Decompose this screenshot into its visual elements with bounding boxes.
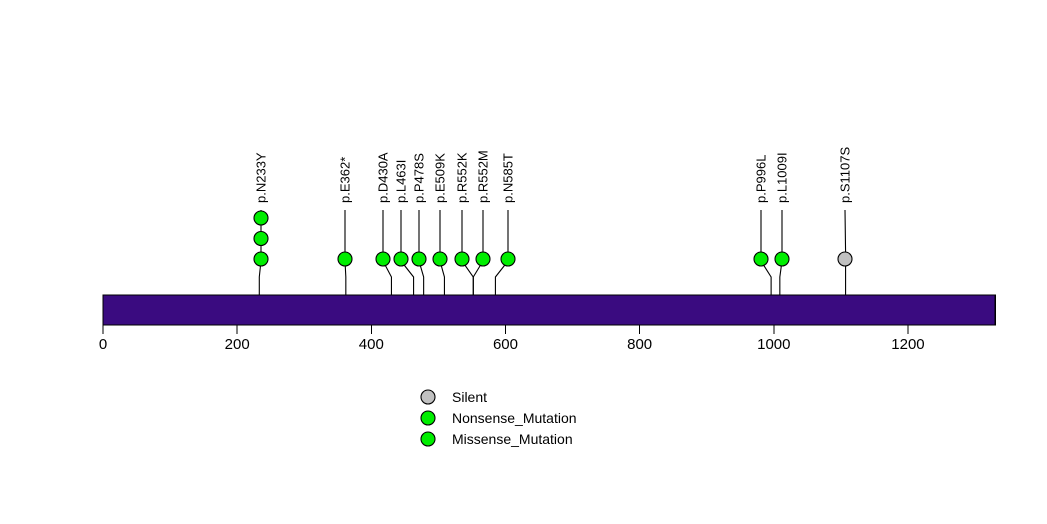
mutation-stem — [382, 210, 392, 295]
mutation-stem — [760, 210, 772, 295]
mutation-stem — [779, 210, 783, 295]
axis-tick-label: 200 — [225, 336, 250, 353]
mutation-stem — [494, 210, 509, 295]
mutation-dots-layer — [253, 210, 853, 267]
protein-bar-layer — [102, 294, 996, 326]
axis-tick-label: 1000 — [757, 336, 790, 353]
axis-layer: 0 200 400 600 800 1000 1200 — [99, 325, 925, 353]
mutation-dot[interactable] — [837, 251, 853, 267]
mutation-label: p.L463I — [394, 160, 409, 203]
axis-tick-label: 1200 — [891, 336, 924, 353]
legend-swatch — [420, 431, 436, 447]
legend-label: Silent — [452, 389, 487, 405]
mutation-dot[interactable] — [432, 251, 448, 267]
mutation-dot[interactable] — [500, 251, 516, 267]
axis-tick-label: 0 — [99, 336, 107, 353]
mutation-label: p.N233Y — [254, 152, 269, 203]
mutation-dot[interactable] — [393, 251, 409, 267]
axis-tick-label: 600 — [493, 336, 518, 353]
mutation-label: p.P478S — [412, 153, 427, 203]
mutation-label: p.R552K — [455, 152, 470, 203]
mutation-dot[interactable] — [337, 251, 353, 267]
mutation-stem — [439, 210, 445, 295]
mutation-label: p.E509K — [433, 153, 448, 203]
mutation-stem — [400, 210, 415, 295]
mutation-label: p.L1009I — [775, 152, 790, 203]
axis-tick-label: 800 — [627, 336, 652, 353]
legend-label: Nonsense_Mutation — [452, 410, 577, 426]
stems-layer — [258, 209, 847, 295]
protein-backbone-bar — [102, 294, 996, 326]
mutation-label: p.R552M — [476, 150, 491, 203]
axis-tick-label: 400 — [359, 336, 384, 353]
legend-swatch — [420, 389, 436, 405]
mutation-label: p.N585T — [501, 153, 516, 203]
mutation-dot[interactable] — [375, 251, 391, 267]
mutation-stem — [344, 210, 347, 295]
mutation-label: p.S1107S — [838, 147, 853, 203]
mutation-label: p.P996L — [754, 155, 769, 203]
mutation-dot[interactable] — [411, 251, 427, 267]
mutation-dot[interactable] — [253, 230, 269, 247]
mutation-label: p.E362* — [338, 157, 353, 203]
mutation-dot[interactable] — [475, 251, 491, 267]
mutation-dot[interactable] — [454, 251, 470, 267]
mutation-label: p.D430A — [376, 152, 391, 203]
mutation-stem — [472, 210, 484, 295]
legend-swatch — [420, 410, 436, 426]
mutation-dot[interactable] — [253, 210, 269, 226]
mutation-stem — [418, 210, 425, 295]
mutation-dot[interactable] — [253, 251, 269, 267]
legend-label: Missense_Mutation — [452, 431, 573, 447]
mutation-dot[interactable] — [753, 251, 769, 267]
mutation-dot[interactable] — [774, 251, 790, 267]
